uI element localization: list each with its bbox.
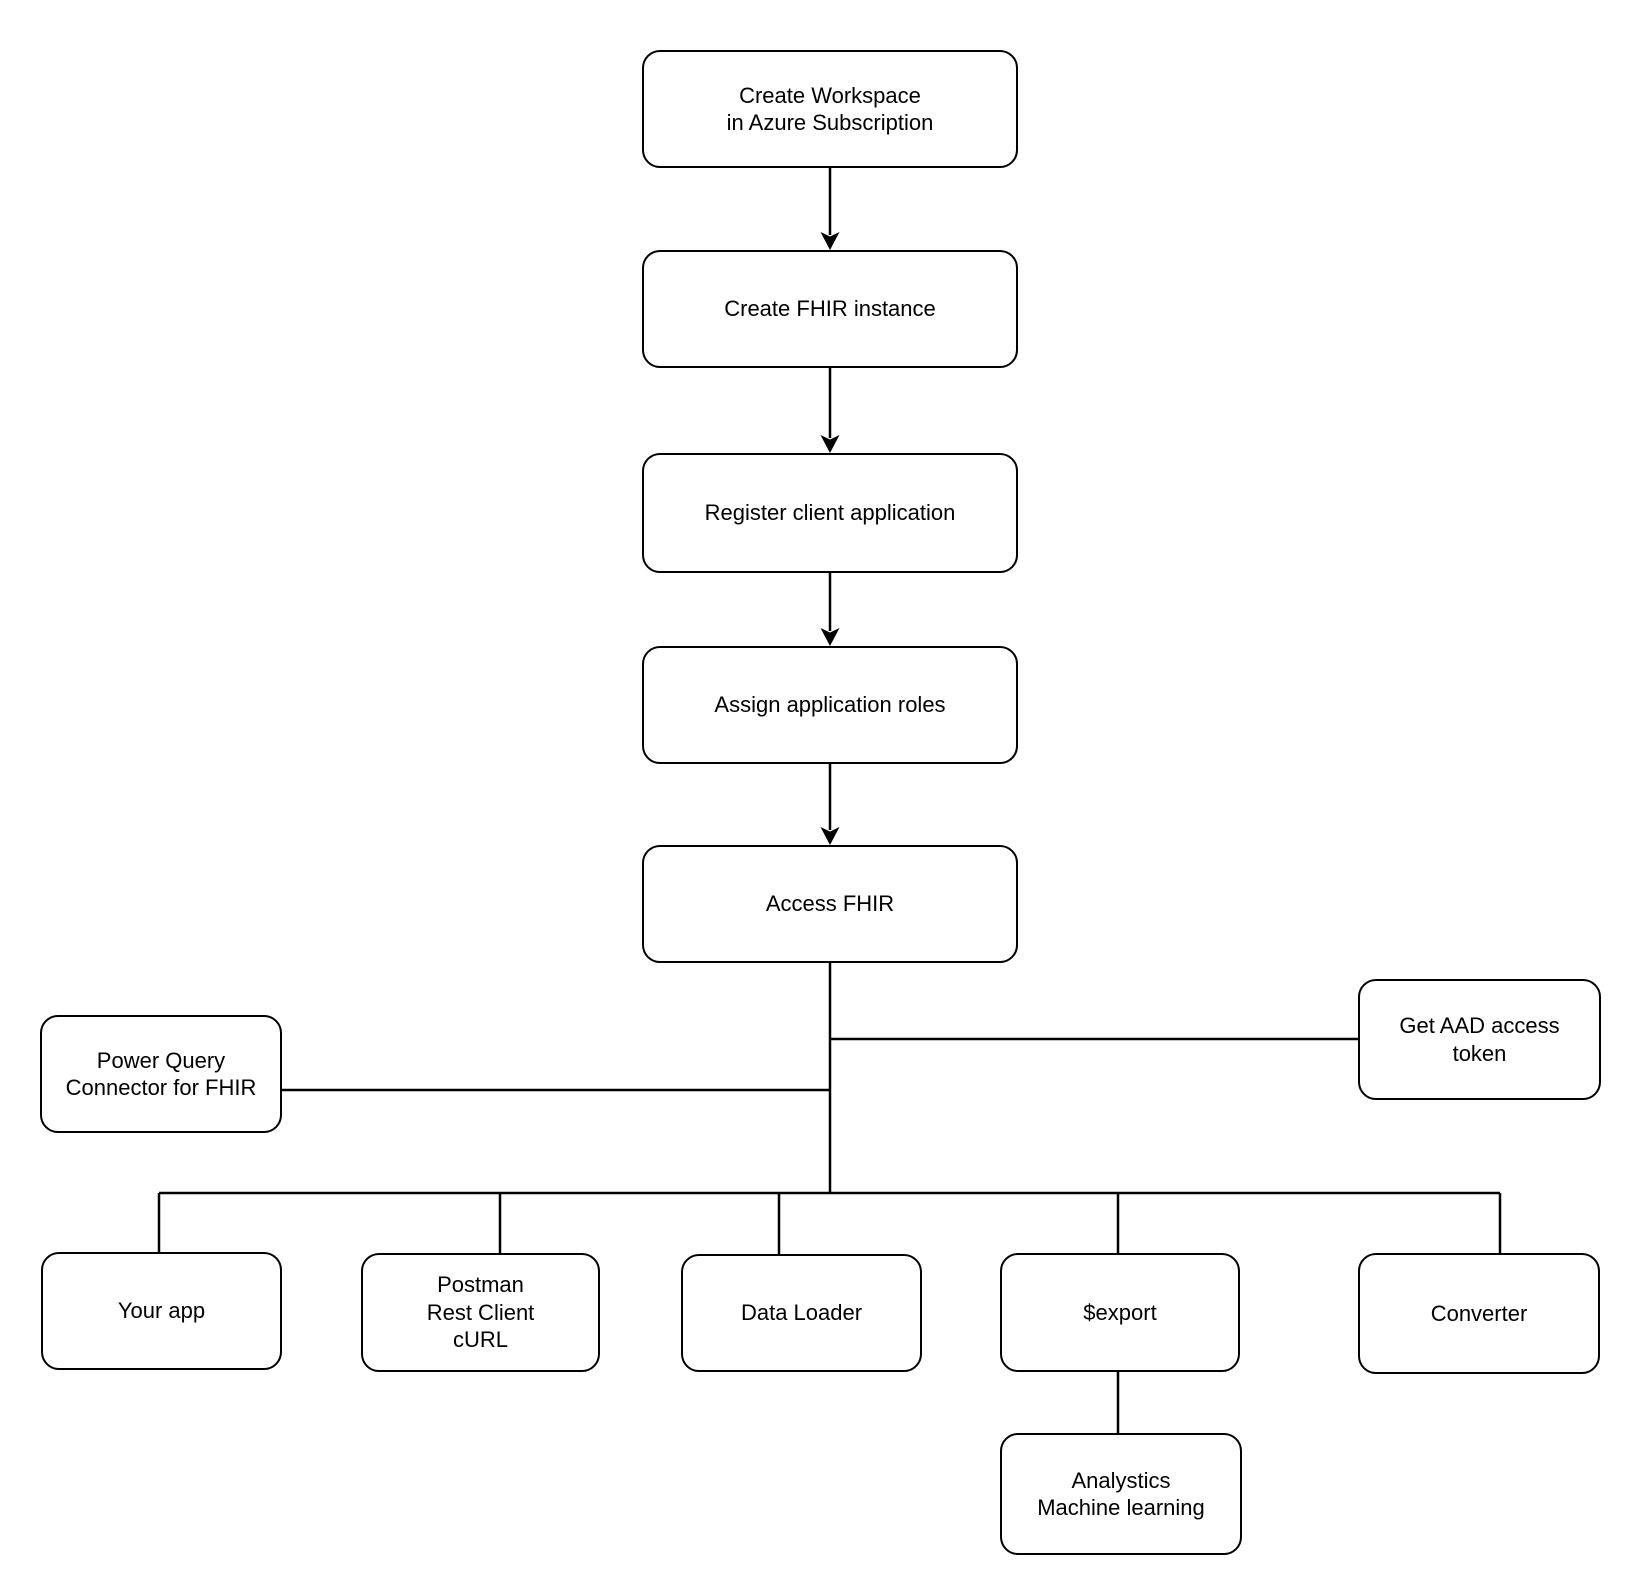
arrowhead-icon [820,435,840,453]
arrowhead-icon [820,628,840,646]
node-create-fhir-instance: Create FHIR instance [642,250,1018,368]
node-label: $export [1083,1299,1157,1325]
node-your-app: Your app [41,1252,282,1370]
node-label: Analystics Machine learning [1037,1467,1205,1521]
node-label: Converter [1430,1300,1528,1326]
node-label: Power Query Connector for FHIR [65,1047,257,1101]
node-postman-rest-client-curl: Postman Rest Client cURL [361,1253,600,1372]
node-label: Create FHIR instance [724,296,936,322]
node-create-workspace: Create Workspace in Azure Subscription [642,50,1018,168]
node-access-fhir: Access FHIR [642,845,1018,963]
node-label: Your app [117,1298,206,1324]
node-register-client-application: Register client application [642,453,1018,573]
node-label: Create Workspace in Azure Subscription [726,82,934,136]
node-get-aad-access-token: Get AAD access token [1358,979,1601,1100]
arrowhead-icon [820,827,840,845]
node-assign-application-roles: Assign application roles [642,646,1018,764]
node-converter: Converter [1358,1253,1600,1374]
arrowhead-icon [820,232,840,250]
node-power-query-connector: Power Query Connector for FHIR [40,1015,282,1133]
node-export: $export [1000,1253,1240,1372]
node-label: Data Loader [740,1300,863,1326]
node-label: Assign application roles [714,692,946,718]
node-label: Postman Rest Client cURL [426,1272,535,1353]
node-analytics-machine-learning: Analystics Machine learning [1000,1433,1242,1555]
node-label: Access FHIR [765,891,895,917]
node-label: Get AAD access token [1399,1013,1560,1066]
node-data-loader: Data Loader [681,1254,922,1372]
node-label: Register client application [704,500,956,526]
